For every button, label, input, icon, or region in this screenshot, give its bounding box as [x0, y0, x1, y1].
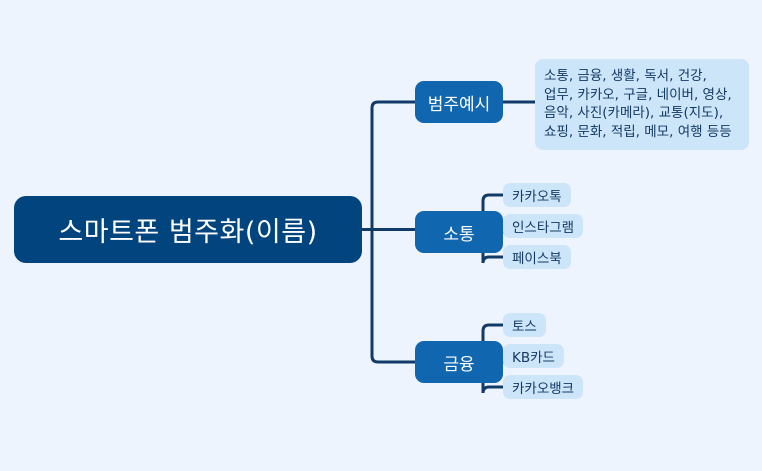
leaf-node-kakaobank[interactable]: 카카오뱅크 [503, 375, 584, 399]
leaf-node-toss[interactable]: 토스 [503, 313, 546, 337]
root-node[interactable]: 스마트폰 범주화(이름) [14, 196, 362, 263]
branch-node-communication[interactable]: 소통 [415, 211, 503, 253]
connector-trunk-to-category [370, 100, 417, 231]
leaf-node-kbcard[interactable]: KB카드 [503, 344, 564, 368]
note-line-3: 음악, 사진(카메라), 교통(지도), [544, 105, 724, 121]
note-line-4: 쇼핑, 문화, 적립, 메모, 여행 등등 [544, 123, 732, 140]
leaf-node-facebook[interactable]: 페이스북 [503, 245, 571, 269]
branch-node-finance[interactable]: 금융 [415, 341, 503, 383]
note-line-2: 업무, 카카오, 구글, 네이버, 영상, [544, 86, 732, 103]
note-line-1: 소통, 금융, 생활, 독서, 건강, [544, 68, 707, 84]
category-example-note: 소통, 금융, 생활, 독서, 건강, 업무, 카카오, 구글, 네이버, 영상… [535, 59, 749, 150]
leaf-node-instagram[interactable]: 인스타그램 [503, 214, 584, 238]
branch-node-category-example[interactable]: 범주예시 [415, 81, 503, 123]
connector-trunk-to-finance [370, 228, 417, 364]
leaf-node-kakaotalk[interactable]: 카카오톡 [503, 183, 571, 207]
